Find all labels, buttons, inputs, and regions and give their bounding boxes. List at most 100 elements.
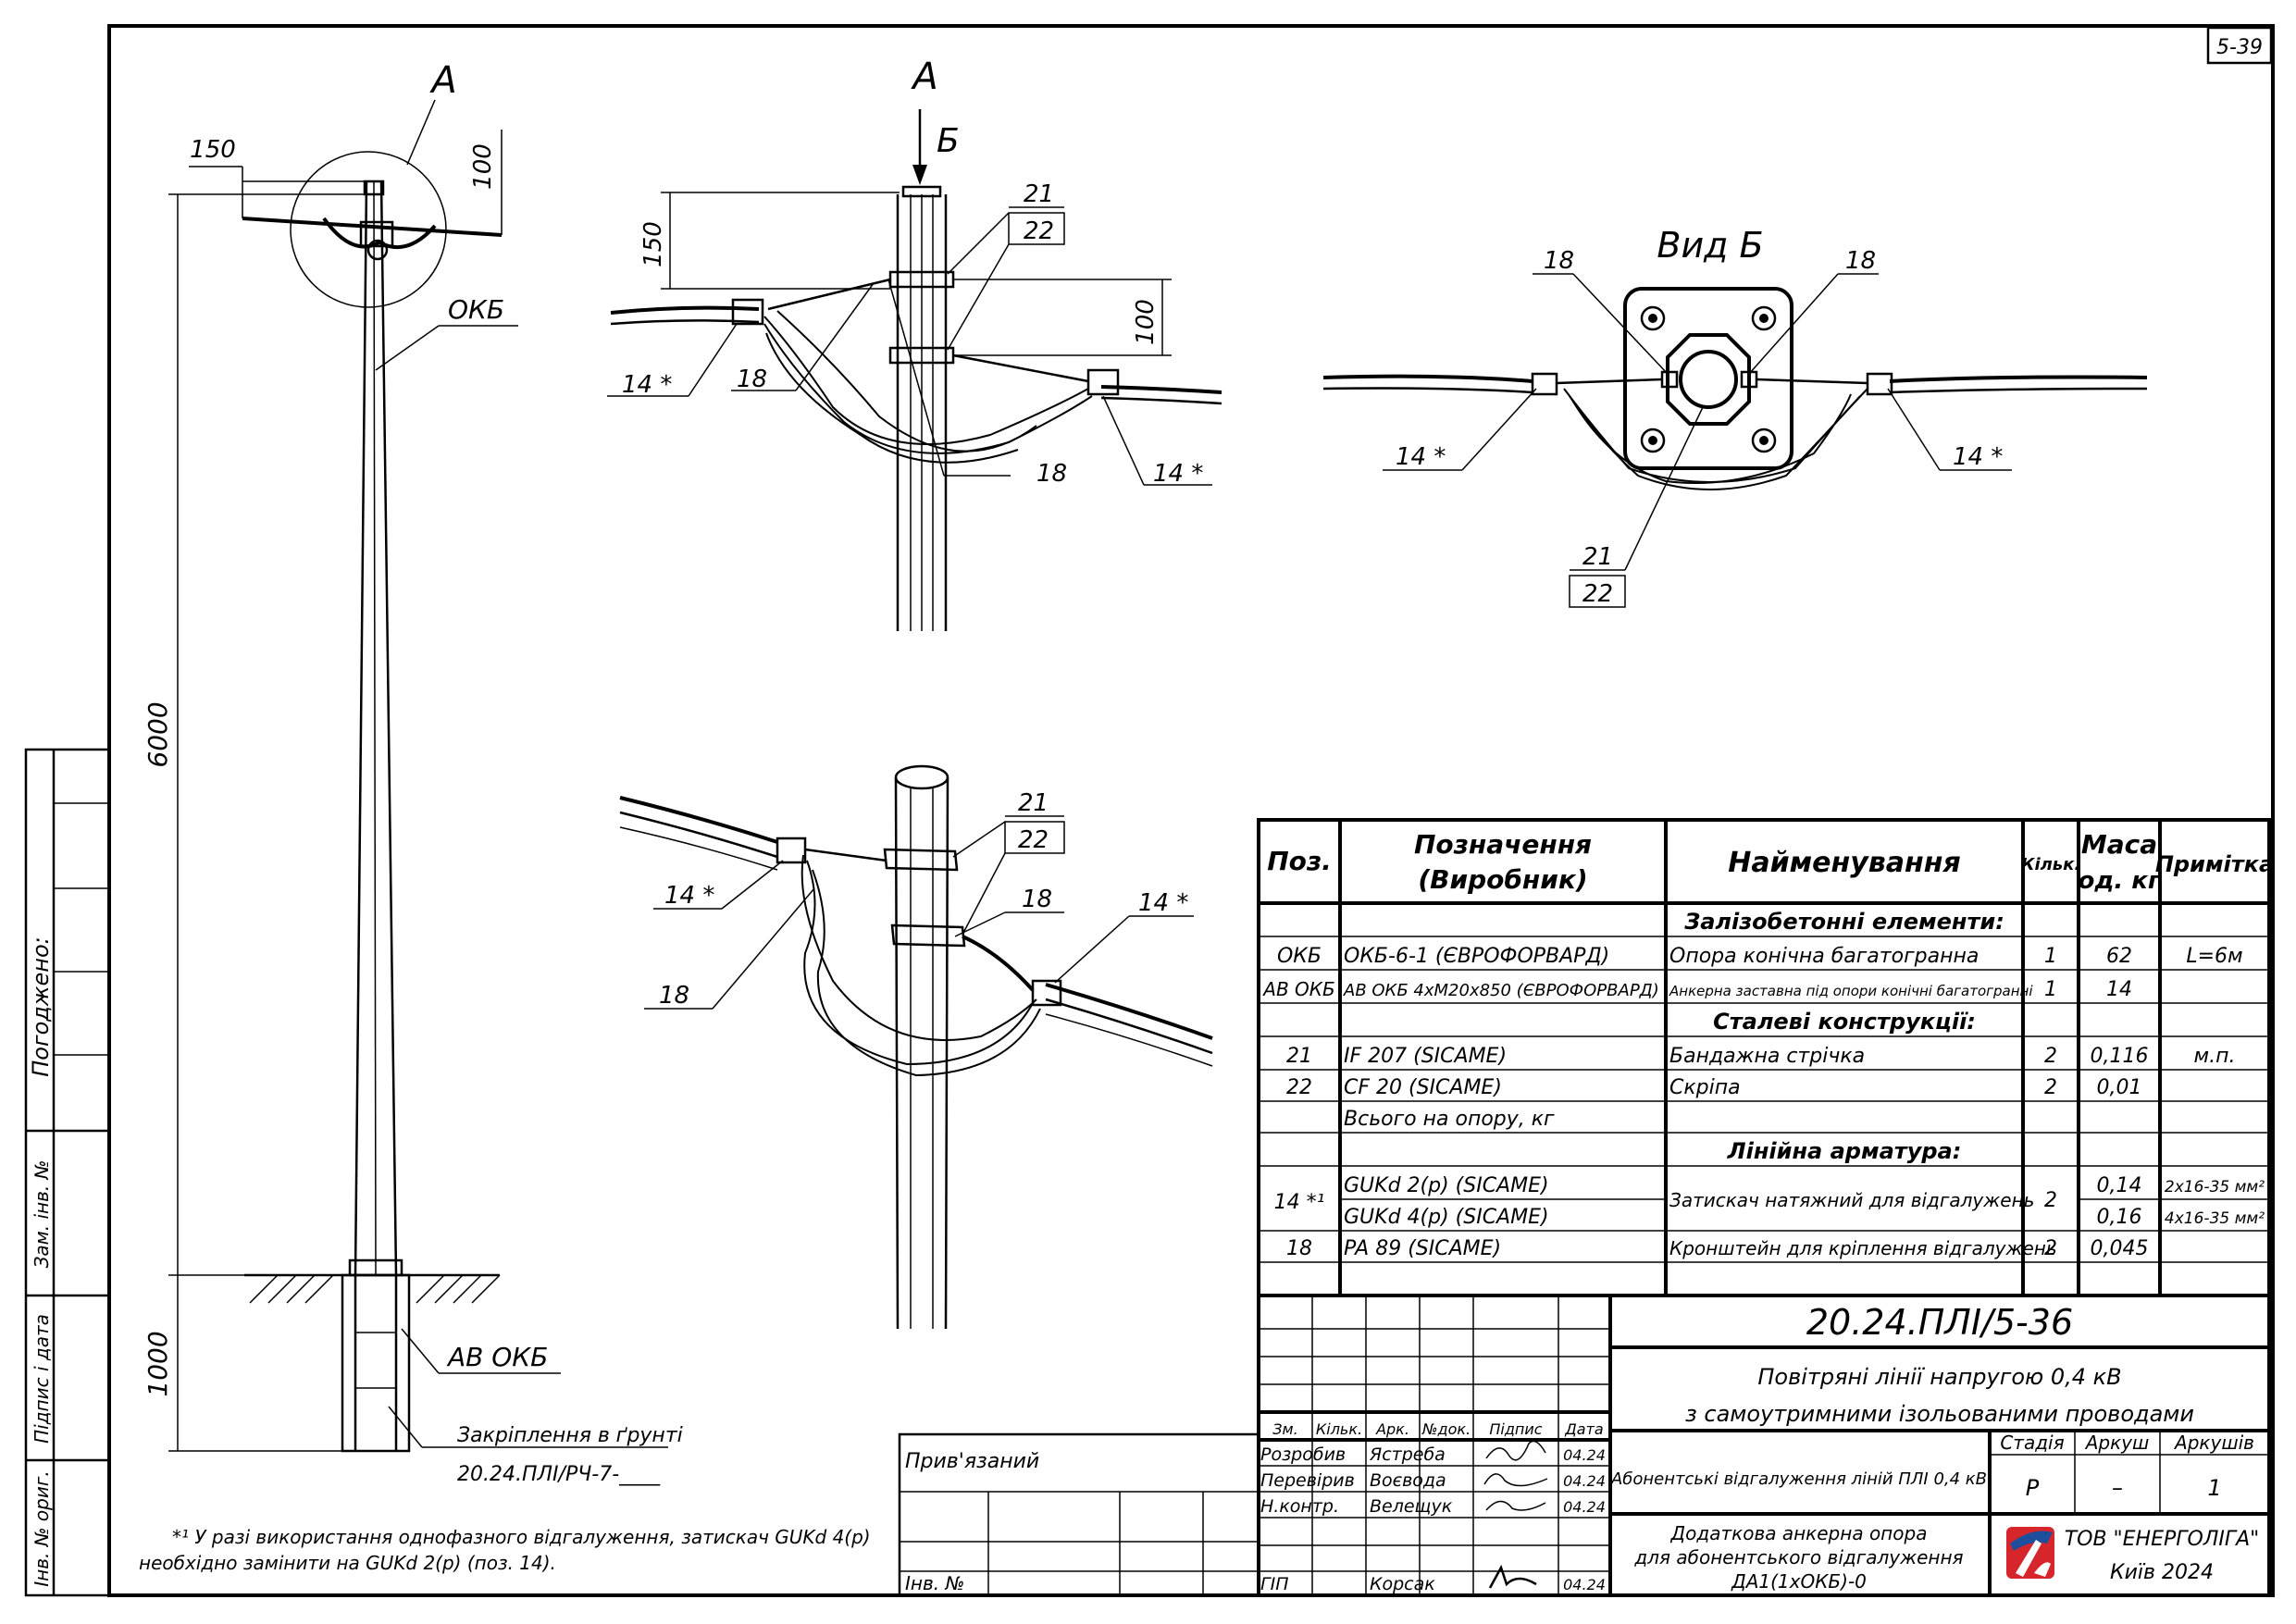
- pryvyazanyi: Прив'язаний: [905, 1450, 1039, 1473]
- callout-fixing: Закріплення в ґрунті: [457, 1424, 683, 1447]
- row-6-note: 2х16-35 мм²: [2165, 1178, 2265, 1196]
- sheets-head: Аркушів: [2173, 1432, 2254, 1454]
- row-1-des: ОКБ-6-1 (ЄВРОФОРВАРД): [1344, 945, 1609, 968]
- date-1: 04.24: [1563, 1446, 1606, 1464]
- role-1: Розробив: [1260, 1444, 1346, 1465]
- detail-view-a: A Б 150 100: [607, 56, 1222, 631]
- spec-table: Поз. Позначення (Виробник) Найменування …: [1257, 818, 2274, 1297]
- role-4: ГІП: [1260, 1574, 1288, 1594]
- role-3: Н.контр.: [1260, 1496, 1339, 1517]
- th-designation-1: Позначення: [1414, 829, 1592, 860]
- doc-code: 20.24.ПЛІ/5-36: [1806, 1302, 2073, 1343]
- view-b-title: Вид Б: [1657, 225, 1763, 266]
- side-stamp: Погоджено: Зам. інв. № Підпис і дата Інв…: [24, 748, 111, 1597]
- drawing-line-3: ДА1(1хОКБ)-0: [1731, 1570, 1867, 1593]
- pole-elevation: A 150 100 6000 1000: [143, 59, 683, 1486]
- sheet-head: Аркуш: [2084, 1432, 2150, 1454]
- col-doc: №док.: [1421, 1420, 1471, 1438]
- col-pidpys: Підпис: [1489, 1420, 1542, 1438]
- date-2: 04.24: [1563, 1472, 1606, 1490]
- th-name: Найменування: [1728, 847, 1960, 879]
- row-6-pos: 14 *¹: [1274, 1191, 1325, 1214]
- row-8-mass: 0,045: [2091, 1237, 2149, 1260]
- sheet-value: –: [2112, 1475, 2123, 1501]
- callout-21c: 21: [1018, 789, 1049, 817]
- callout-18c: 18: [1544, 247, 1574, 275]
- footnote-line-2: необхідно замінити на GUKd 2(р) (поз. 14…: [139, 1552, 556, 1574]
- row-1-pos: ОКБ: [1277, 945, 1322, 968]
- row-6-name: Затискач натяжний для відгалужень: [1669, 1189, 2034, 1211]
- dim-6000: 6000: [143, 701, 173, 767]
- arrow-b-label: Б: [937, 122, 960, 160]
- callout-21b: 21: [1582, 543, 1613, 571]
- row-1-note: L=6м: [2186, 945, 2242, 968]
- callout-14c: 14 *: [1396, 443, 1446, 471]
- row-8-qty: 2: [2044, 1237, 2057, 1260]
- row-8-pos: 18: [1286, 1237, 1312, 1260]
- row-1-qty: 1: [2044, 945, 2057, 968]
- title-block: Зм. Кільк. Арк. №док. Підпис Дата Розроб…: [898, 1294, 2271, 1597]
- section-2: Сталеві конструкції:: [1713, 1009, 1976, 1035]
- th-designation-2: (Виробник): [1418, 864, 1587, 895]
- dim-150: 150: [190, 136, 236, 164]
- th-pos: Поз.: [1267, 846, 1332, 876]
- callout-14b: 14 *: [1153, 460, 1203, 488]
- stage-value: Р: [2026, 1475, 2040, 1501]
- sheet-number: 5-39: [2216, 36, 2263, 59]
- date-4: 04.24: [1563, 1576, 1606, 1593]
- name-4: Корсак: [1370, 1574, 1435, 1594]
- inv-no: Інв. №: [905, 1572, 964, 1594]
- row-total-des: Всього на опору, кг: [1344, 1108, 1555, 1131]
- row-3-name: Бандажна стрічка: [1669, 1045, 1865, 1068]
- name-3: Велещук: [1370, 1496, 1453, 1517]
- dim-1000: 1000: [143, 1331, 173, 1396]
- callout-18a: 18: [1036, 460, 1067, 488]
- dim-150b: 150: [639, 221, 667, 267]
- callout-18e: 18: [1022, 886, 1052, 913]
- th-qty: Кільк.: [2021, 855, 2081, 874]
- callout-22b: 22: [1582, 580, 1613, 608]
- callout-okb: ОКБ: [448, 294, 504, 325]
- row-1-name: Опора конічна багатогранна: [1669, 945, 1979, 968]
- sheets-value: 1: [2207, 1475, 2221, 1501]
- col-kilk: Кільк.: [1316, 1420, 1362, 1438]
- isometric-view: 21 22 18 18 14 * 14 *: [619, 764, 1213, 1330]
- footnote-line-1: *¹ У разі використання однофазного відга…: [172, 1526, 871, 1548]
- row-2-pos: АВ ОКБ: [1261, 978, 1334, 1000]
- stamp-pidpys: Підпис і дата: [31, 1314, 53, 1444]
- city-year: Київ 2024: [2110, 1561, 2214, 1584]
- row-3-pos: 21: [1286, 1045, 1312, 1068]
- row-3-qty: 2: [2044, 1045, 2057, 1068]
- callout-14f: 14 *: [1138, 889, 1188, 917]
- row-7-mass: 0,16: [2097, 1206, 2142, 1229]
- callout-14d: 14 *: [1953, 443, 2003, 471]
- callout-av-okb: АВ ОКБ: [446, 1342, 548, 1372]
- dim-100b: 100: [1132, 299, 1160, 345]
- row-7-note: 4х16-35 мм²: [2165, 1209, 2265, 1228]
- date-3: 04.24: [1563, 1498, 1606, 1516]
- row-2-mass: 14: [2106, 978, 2132, 1001]
- callout-18d: 18: [1845, 247, 1876, 275]
- company-logo-icon: [2006, 1527, 2054, 1579]
- drawing-line-1: Додаткова анкерна опора: [1670, 1522, 1928, 1544]
- row-3-des: IF 207 (SICAME): [1344, 1045, 1507, 1068]
- row-3-note: м.п.: [2194, 1045, 2236, 1068]
- stage-head: Стадія: [2000, 1432, 2064, 1454]
- callout-fixing-ref: 20.24.ПЛІ/РЧ-7-____: [457, 1463, 661, 1486]
- col-zm: Зм.: [1272, 1420, 1297, 1438]
- row-4-des: CF 20 (SICAME): [1344, 1076, 1502, 1099]
- th-mass-2: од. кг: [2078, 867, 2161, 895]
- row-4-mass: 0,01: [2097, 1076, 2142, 1099]
- col-ark: Арк.: [1375, 1420, 1409, 1438]
- row-7-des: GUKd 4(р) (SICAME): [1344, 1206, 1549, 1229]
- row-2-qty: 1: [2044, 978, 2057, 1001]
- row-6-des: GUKd 2(р) (SICAME): [1344, 1174, 1549, 1197]
- row-8-name: Кронштейн для кріплення відгалужень: [1669, 1237, 2057, 1259]
- sheet-number-box: [2206, 26, 2273, 65]
- callout-18f: 18: [659, 982, 689, 1010]
- drawing-line-2: для абонентського відгалуження: [1633, 1546, 1963, 1568]
- section-3: Лінійна арматура:: [1727, 1138, 1962, 1164]
- signature-3: [1485, 1500, 1546, 1511]
- signature-1: [1485, 1440, 1546, 1461]
